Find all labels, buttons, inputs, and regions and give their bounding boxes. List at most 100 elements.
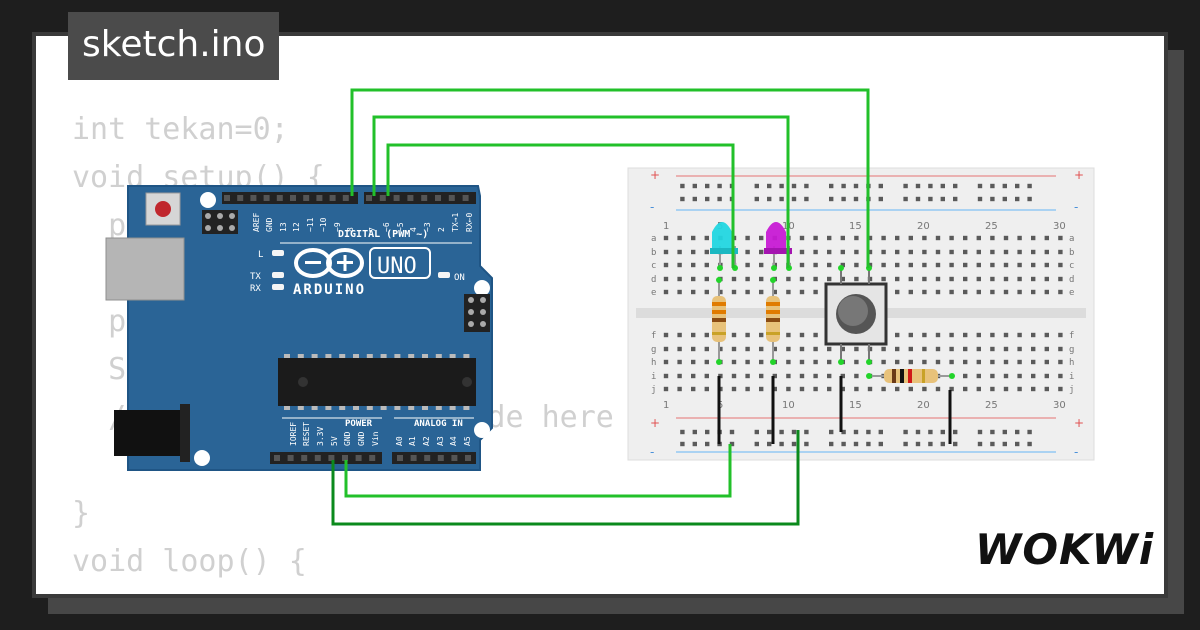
header-pin[interactable] xyxy=(316,195,323,201)
breadboard-hole xyxy=(1003,276,1009,282)
resistor-vertical[interactable] xyxy=(766,278,780,362)
header-pin[interactable] xyxy=(263,195,270,201)
breadboard-hole xyxy=(908,346,913,352)
code-line: void loop() { xyxy=(72,544,307,579)
breadboard-hole xyxy=(976,262,981,268)
rail-hole xyxy=(866,441,871,447)
breadboard-hole xyxy=(976,276,981,282)
breadboard-hole xyxy=(759,373,764,379)
breadboard-hole xyxy=(691,276,696,282)
header-pin[interactable] xyxy=(448,195,455,201)
rail-hole xyxy=(841,183,846,189)
resistor-horizontal[interactable] xyxy=(870,369,952,383)
breadboard-hole xyxy=(949,359,954,365)
header-pin[interactable] xyxy=(342,195,349,201)
file-tab[interactable]: sketch.ino xyxy=(68,12,280,80)
rail-hole xyxy=(804,196,809,202)
breadboard-hole xyxy=(976,332,981,338)
breadboard-hole xyxy=(908,262,913,268)
header-pin[interactable] xyxy=(290,195,296,201)
breadboard-hole xyxy=(1058,386,1063,392)
digital-pin-header[interactable] xyxy=(222,192,476,204)
rail-plus-label: + xyxy=(1074,168,1084,182)
breadboard-hole xyxy=(1058,332,1063,338)
rail-hole xyxy=(829,183,834,189)
rail-hole xyxy=(903,429,908,435)
power-analog-pin-header[interactable] xyxy=(270,452,476,464)
pin-label: A3 xyxy=(436,436,445,446)
breadboard-hole xyxy=(990,386,995,392)
header-pin[interactable] xyxy=(393,195,400,201)
breadboard-hole xyxy=(745,373,750,379)
header-pin[interactable] xyxy=(424,455,431,461)
breadboard-hole xyxy=(922,235,927,241)
chip-leg xyxy=(325,354,332,358)
rail-hole xyxy=(878,441,883,447)
breadboard-hole xyxy=(895,359,900,365)
breadboard-hole xyxy=(813,346,818,352)
breadboard-hole xyxy=(895,249,900,255)
rail-hole xyxy=(1002,429,1007,435)
l-led xyxy=(272,250,284,256)
uno-label-box xyxy=(369,247,431,279)
rail-hole xyxy=(791,196,797,202)
header-pin[interactable] xyxy=(451,455,458,461)
breadboard-hole xyxy=(935,346,941,352)
header-pin[interactable] xyxy=(274,455,280,461)
pin-label: 7 xyxy=(368,227,377,232)
header-pin[interactable] xyxy=(366,195,372,201)
breadboard-hole xyxy=(922,386,927,392)
header-pin[interactable] xyxy=(250,195,257,201)
breadboard-hole xyxy=(827,235,832,241)
header-pin[interactable] xyxy=(314,455,321,461)
breadboard-hole xyxy=(799,346,805,352)
breadboard-hole xyxy=(1044,249,1049,255)
breadboard-hole xyxy=(922,249,927,255)
header-pin[interactable] xyxy=(407,195,414,201)
header-pin[interactable] xyxy=(355,455,362,461)
breadboard-hole xyxy=(840,249,845,255)
breadboard-hole xyxy=(813,373,818,379)
header-pin[interactable] xyxy=(410,455,417,461)
header-pin[interactable] xyxy=(224,195,230,201)
header-pin[interactable] xyxy=(369,455,376,461)
rail-hole xyxy=(990,441,995,447)
chip-leg xyxy=(422,354,428,358)
header-pin[interactable] xyxy=(287,455,294,461)
rail-hole xyxy=(705,429,710,435)
pushbutton[interactable] xyxy=(824,268,888,362)
breadboard-hole xyxy=(881,386,886,392)
header-pin[interactable] xyxy=(397,455,403,461)
header-pin[interactable] xyxy=(342,455,348,461)
row-letter: f xyxy=(1069,331,1074,341)
breadboard-hole xyxy=(1003,332,1009,338)
header-pin[interactable] xyxy=(435,195,441,201)
rail-hole xyxy=(779,441,784,447)
breadboard-hole xyxy=(704,346,709,352)
resistor-vertical[interactable] xyxy=(712,278,726,362)
breadboard-hole xyxy=(1044,262,1049,268)
header-pin[interactable] xyxy=(329,195,336,201)
breadboard-hole xyxy=(745,332,750,338)
header-pin[interactable] xyxy=(328,455,335,461)
rail-hole xyxy=(804,429,809,435)
breadboard-hole xyxy=(731,386,737,392)
chip-notch xyxy=(298,377,308,387)
chip-leg xyxy=(422,406,428,410)
header-pin[interactable] xyxy=(462,195,469,201)
header-pin[interactable] xyxy=(301,455,308,461)
chip-leg xyxy=(380,406,387,410)
header-pin[interactable] xyxy=(465,455,471,461)
header-pin[interactable] xyxy=(303,195,310,201)
header-pin[interactable] xyxy=(276,195,283,201)
header-pin[interactable] xyxy=(379,195,386,201)
code-line: p xyxy=(72,208,127,243)
header-pin[interactable] xyxy=(237,195,244,201)
rail-hole xyxy=(1002,183,1007,189)
header-pin[interactable] xyxy=(437,455,444,461)
breadboard-hole xyxy=(772,373,777,379)
pin-label: A5 xyxy=(463,436,472,446)
ground-jumpers xyxy=(717,376,952,444)
header-pin[interactable] xyxy=(421,195,428,201)
